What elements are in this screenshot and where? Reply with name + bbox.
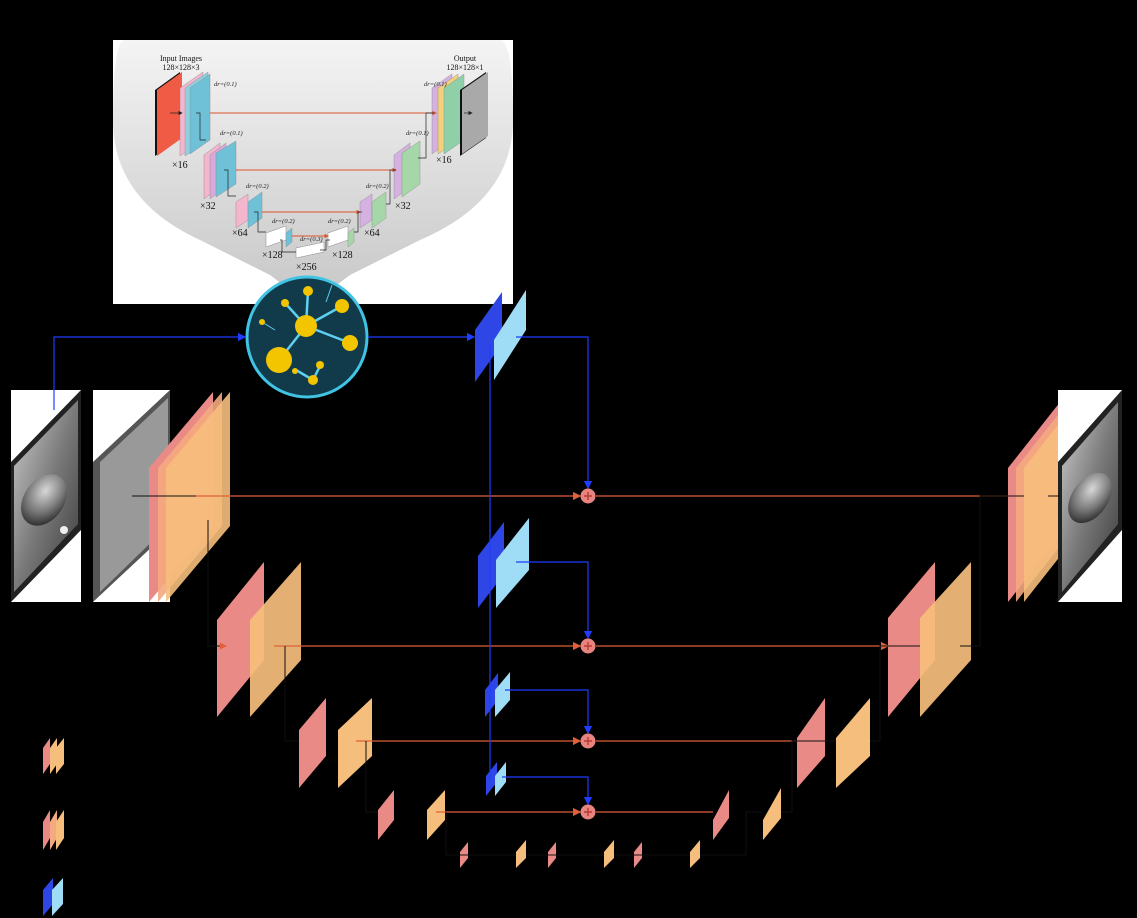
decoder-level-3 (797, 698, 870, 788)
inset-channel-9: ×16 (436, 155, 452, 166)
skip-connections (196, 491, 1008, 817)
legend-swatch-decoder (43, 810, 64, 850)
inset-dropout-3: dr=(0.2) (246, 183, 269, 190)
inset-dec-block-2 (393, 140, 421, 200)
addition-node-icon (580, 804, 596, 820)
inset-dropout-4: dr=(0.2) (272, 218, 295, 225)
inset-path-lines (170, 110, 473, 253)
inset-funnel (113, 40, 513, 290)
inset-dropout-1: dr=(0.1) (214, 81, 237, 88)
decoder-level-4 (713, 788, 781, 840)
inset-channel-3: ×64 (232, 228, 248, 239)
inset-output-image (460, 72, 488, 156)
bottleneck-row (460, 840, 700, 868)
inset-dec-block-4 (327, 225, 355, 248)
addition-node-icon (580, 488, 596, 504)
gating-connections (53, 332, 593, 806)
encoder-level-1 (149, 392, 230, 602)
inset-bottleneck-block (295, 241, 325, 259)
inset-skip-lines (210, 110, 437, 239)
inset-dropout-2: dr=(0.1) (220, 130, 243, 137)
inset-channel-7: ×64 (364, 228, 380, 239)
inset-dropout-9: dr=(0.1) (424, 81, 447, 88)
inset-dropout-8: dr=(0.1) (406, 130, 429, 137)
inset-channel-6: ×128 (332, 250, 353, 261)
attention-block-3 (485, 672, 510, 717)
legend-swatch-attention (43, 878, 63, 916)
encoder-level-2 (217, 562, 301, 717)
inset-dropout-5: dr=(0.3) (300, 236, 323, 243)
inset-dropout-7: dr=(0.2) (366, 183, 389, 190)
addition-node-icon (580, 733, 596, 749)
inset-input-image (155, 72, 182, 156)
output-image (1058, 390, 1122, 602)
attention-block-2 (478, 518, 529, 608)
inset-input-title: Input Images (160, 54, 202, 63)
decoder-level-2 (888, 562, 971, 717)
legend-swatch-encoder (43, 738, 64, 774)
path-connections (132, 495, 1060, 856)
inset-channel-1: ×16 (172, 160, 188, 171)
inset-enc-block-3 (235, 191, 263, 229)
encoder-level-3 (299, 698, 372, 788)
inset-output-title: Output (454, 54, 477, 63)
legend (43, 738, 64, 916)
addition-node-icon (580, 638, 596, 654)
unet-inset: Input Images 128×128×3 Output 128×128×1 … (113, 40, 513, 304)
inset-channel-5: ×256 (296, 262, 317, 273)
neural-network-hub-icon (245, 275, 369, 399)
attention-block-4 (486, 762, 506, 796)
inset-input-dims: 128×128×3 (162, 63, 199, 72)
attention-block-1 (475, 290, 526, 382)
inset-enc-block-2 (203, 140, 237, 200)
inset-output-dims: 128×128×1 (446, 63, 483, 72)
inset-channel-4: ×128 (262, 250, 283, 261)
inset-enc-block-4 (265, 225, 293, 248)
inset-channel-8: ×32 (395, 201, 411, 212)
inset-dropout-6: dr=(0.2) (328, 218, 351, 225)
input-image-stack (11, 390, 81, 602)
inset-dec-block-3 (359, 191, 387, 229)
inset-channel-2: ×32 (200, 201, 216, 212)
encoder-level-4 (378, 790, 445, 840)
